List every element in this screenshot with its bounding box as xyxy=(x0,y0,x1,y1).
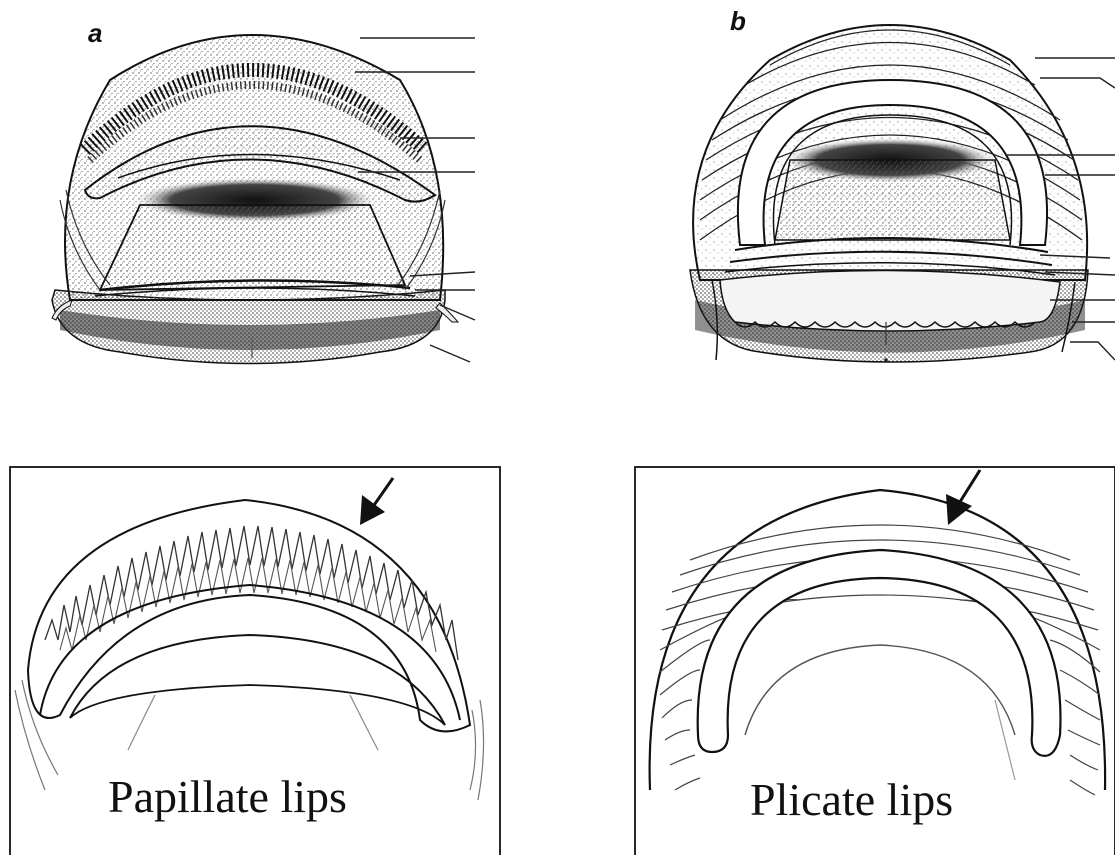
inset-papillate: Papillate lips xyxy=(10,467,500,855)
caption-plicate: Plicate lips xyxy=(750,774,953,825)
panel-a-drawing: a xyxy=(52,18,475,364)
inset-plicate: Plicate lips xyxy=(635,467,1115,855)
lower-lip-b xyxy=(720,270,1060,331)
buccal-cavity-a xyxy=(100,205,405,290)
caption-papillate: Papillate lips xyxy=(108,771,347,822)
panel-a-letter: a xyxy=(88,18,102,48)
panel-b-letter: b xyxy=(730,6,746,36)
panel-b-drawing: b xyxy=(690,6,1115,362)
buccal-cavity-b xyxy=(775,160,1010,240)
